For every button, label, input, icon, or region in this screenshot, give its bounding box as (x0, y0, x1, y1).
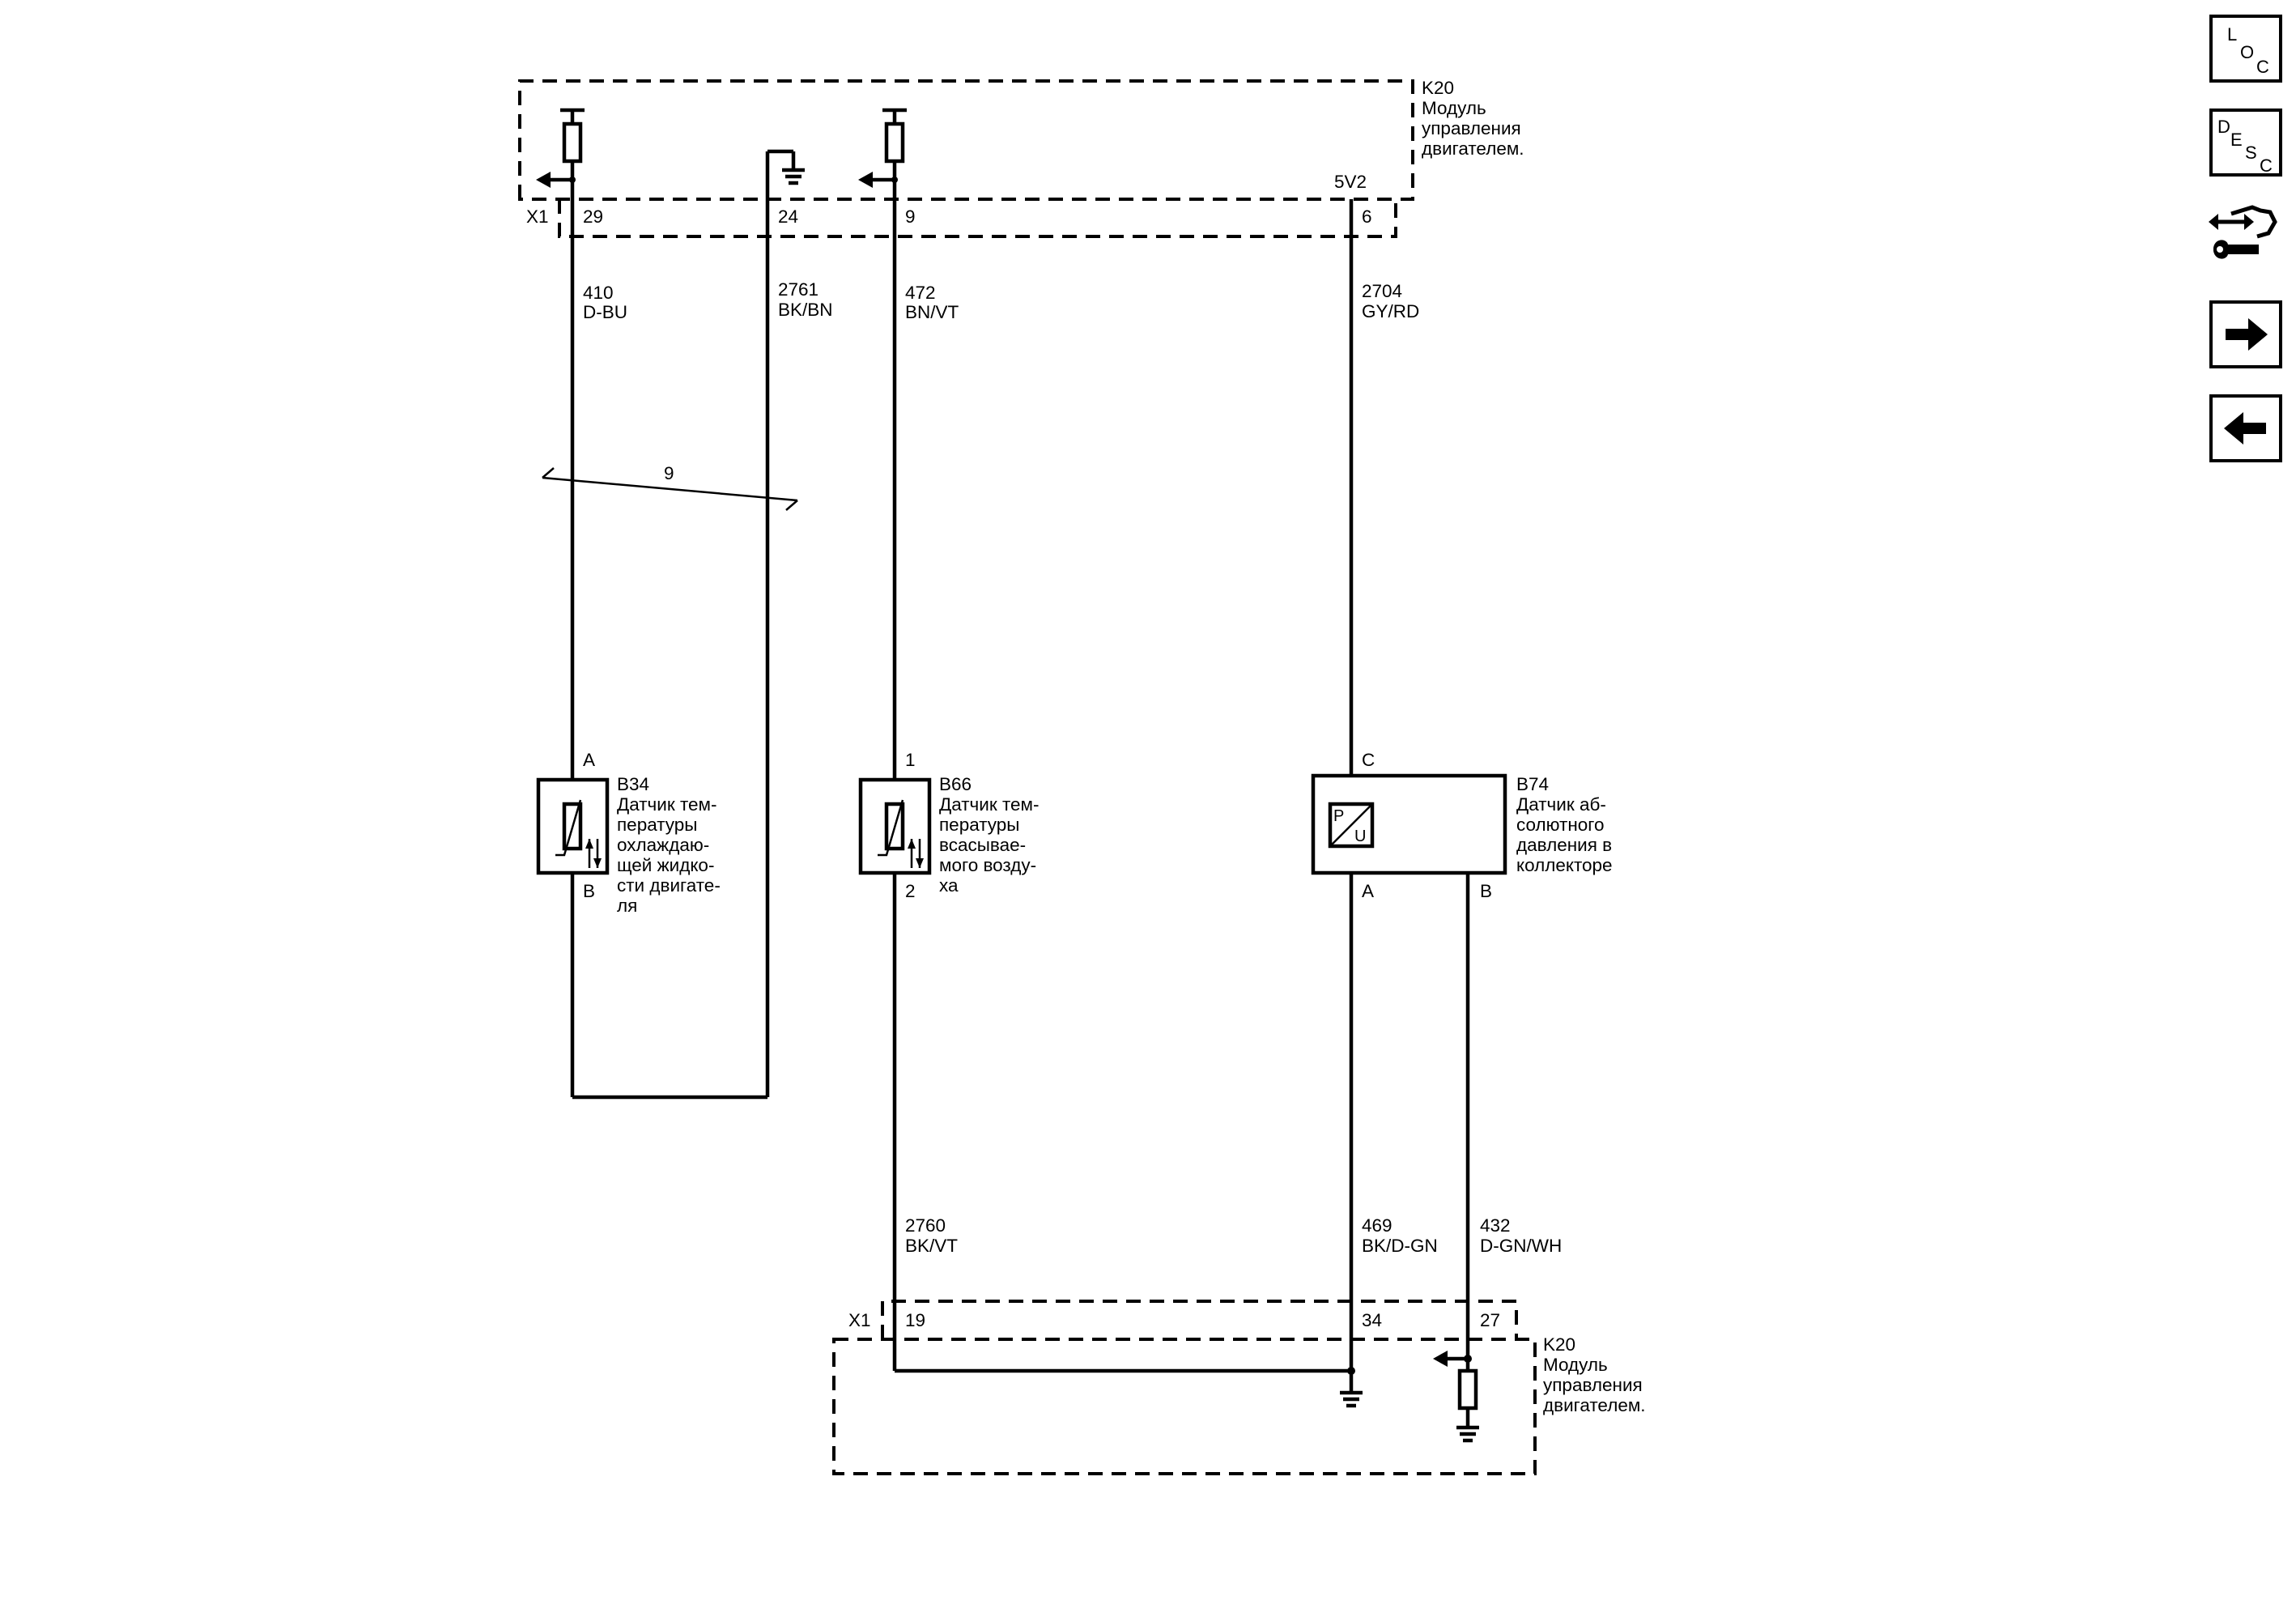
desc-icon-c: C (2260, 155, 2273, 176)
desc-icon-e: E (2230, 130, 2243, 150)
svg-text:управления: управления (1422, 118, 1521, 138)
svg-text:BK/VT: BK/VT (905, 1236, 958, 1256)
svg-text:Модуль: Модуль (1422, 98, 1486, 118)
svg-text:BK/D-GN: BK/D-GN (1362, 1236, 1438, 1256)
svg-text:D-BU: D-BU (583, 302, 627, 322)
svg-text:19: 19 (905, 1310, 925, 1330)
svg-text:29: 29 (583, 206, 603, 227)
ground-symbol-bottom (1340, 1367, 1363, 1408)
svg-text:472: 472 (905, 283, 936, 303)
svg-text:432: 432 (1480, 1215, 1511, 1236)
svg-text:C: C (1362, 750, 1375, 770)
svg-text:27: 27 (1480, 1310, 1500, 1330)
svg-text:Датчик аб-: Датчик аб- (1516, 794, 1606, 815)
svg-text:Модуль: Модуль (1543, 1355, 1608, 1375)
svg-text:A: A (583, 750, 595, 770)
svg-text:A: A (1362, 881, 1374, 901)
svg-text:пературы: пературы (617, 815, 697, 835)
svg-text:2761: 2761 (778, 279, 818, 300)
arrow-left-icon (2224, 412, 2266, 445)
svg-text:ха: ха (939, 875, 959, 896)
svg-text:2: 2 (905, 881, 916, 901)
wire-labels: 410 D-BU 2761 BK/BN 472 BN/VT 2704 GY/RD… (583, 279, 1562, 1256)
svg-text:34: 34 (1362, 1310, 1382, 1330)
svg-text:X1: X1 (848, 1310, 871, 1330)
svg-text:6: 6 (1362, 206, 1372, 227)
loc-button[interactable]: L O C (2209, 15, 2282, 83)
desc-button[interactable]: D E S C (2209, 109, 2282, 177)
loc-icon-o: O (2240, 42, 2255, 62)
previous-button[interactable] (2209, 394, 2282, 462)
desc-icon-d: D (2217, 117, 2230, 137)
svg-text:24: 24 (778, 206, 798, 227)
wire-2760 (892, 873, 1351, 1373)
svg-text:давления в: давления в (1516, 835, 1612, 855)
next-button[interactable] (2209, 300, 2282, 368)
wire-432 (1368, 823, 1470, 1359)
svg-text:коллекторе: коллекторе (1516, 855, 1613, 875)
connector-tool-button[interactable] (2207, 198, 2285, 272)
svg-text:BK/BN: BK/BN (778, 300, 833, 320)
svg-text:управления: управления (1543, 1375, 1643, 1395)
svg-text:двигателем.: двигателем. (1422, 138, 1524, 159)
svg-text:B: B (583, 881, 595, 901)
svg-text:U: U (1354, 828, 1366, 845)
sensor-b34: A B B34 Датчик тем- пературы охлаждаю- щ… (536, 750, 721, 916)
svg-text:мого возду-: мого возду- (939, 855, 1036, 875)
svg-text:пературы: пературы (939, 815, 1019, 835)
svg-text:Датчик тем-: Датчик тем- (617, 794, 716, 815)
svg-text:охлаждаю-: охлаждаю- (617, 835, 709, 855)
twisted-pair-marker: 9 (542, 463, 798, 511)
bottom-module-housing (832, 1300, 1537, 1475)
svg-text:P: P (1333, 807, 1344, 825)
sensor-b66: 1 2 B66 Датчик тем- пературы всасывае- м… (858, 750, 1039, 901)
svg-text:B34: B34 (617, 774, 649, 794)
connector-tool-icon (2209, 205, 2277, 259)
svg-text:сти двигате-: сти двигате- (617, 875, 721, 896)
svg-text:GY/RD: GY/RD (1362, 301, 1419, 321)
arrow-right-icon (2226, 318, 2268, 351)
svg-text:всасывае-: всасывае- (939, 835, 1026, 855)
pullup-resistor-29 (536, 108, 585, 188)
loc-icon-c: C (2256, 57, 2269, 77)
pulldown-resistor-27 (1433, 1351, 1479, 1443)
top-module-label: K20 Модуль управления двигателем. (1422, 78, 1524, 159)
svg-text:B74: B74 (1516, 774, 1549, 794)
svg-text:B66: B66 (939, 774, 972, 794)
svg-text:K20: K20 (1543, 1334, 1575, 1355)
bottom-connector-labels: X1 19 34 27 (848, 1310, 1500, 1330)
svg-text:X1: X1 (526, 206, 549, 227)
svg-text:ля: ля (617, 896, 637, 916)
svg-text:K20: K20 (1422, 78, 1454, 98)
svg-text:BN/VT: BN/VT (905, 302, 959, 322)
ground-symbol-top (767, 149, 805, 185)
bottom-module-label: K20 Модуль управления двигателем. (1543, 1334, 1646, 1415)
svg-text:2760: 2760 (905, 1215, 946, 1236)
svg-text:410: 410 (583, 283, 614, 303)
svg-text:D-GN/WH: D-GN/WH (1480, 1236, 1562, 1256)
svg-text:469: 469 (1362, 1215, 1392, 1236)
twist-count: 9 (664, 463, 674, 483)
sensor-b74: P U C A B B74 Датчик аб- солютного давле… (1311, 750, 1613, 901)
desc-icon-s: S (2245, 143, 2257, 163)
svg-text:B: B (1480, 881, 1492, 901)
svg-text:Датчик тем-: Датчик тем- (939, 794, 1039, 815)
svg-text:двигателем.: двигателем. (1543, 1395, 1646, 1415)
top-module-housing (518, 79, 1414, 238)
loc-icon-l: L (2227, 24, 2238, 45)
svg-text:2704: 2704 (1362, 281, 1402, 301)
top-connector-labels: X1 29 24 9 6 5V2 (526, 172, 1372, 227)
svg-text:5V2: 5V2 (1334, 172, 1367, 192)
svg-text:щей жидко-: щей жидко- (617, 855, 714, 875)
svg-text:9: 9 (905, 206, 916, 227)
svg-text:солютного: солютного (1516, 815, 1605, 835)
pullup-resistor-9 (858, 108, 907, 188)
svg-text:1: 1 (905, 750, 916, 770)
